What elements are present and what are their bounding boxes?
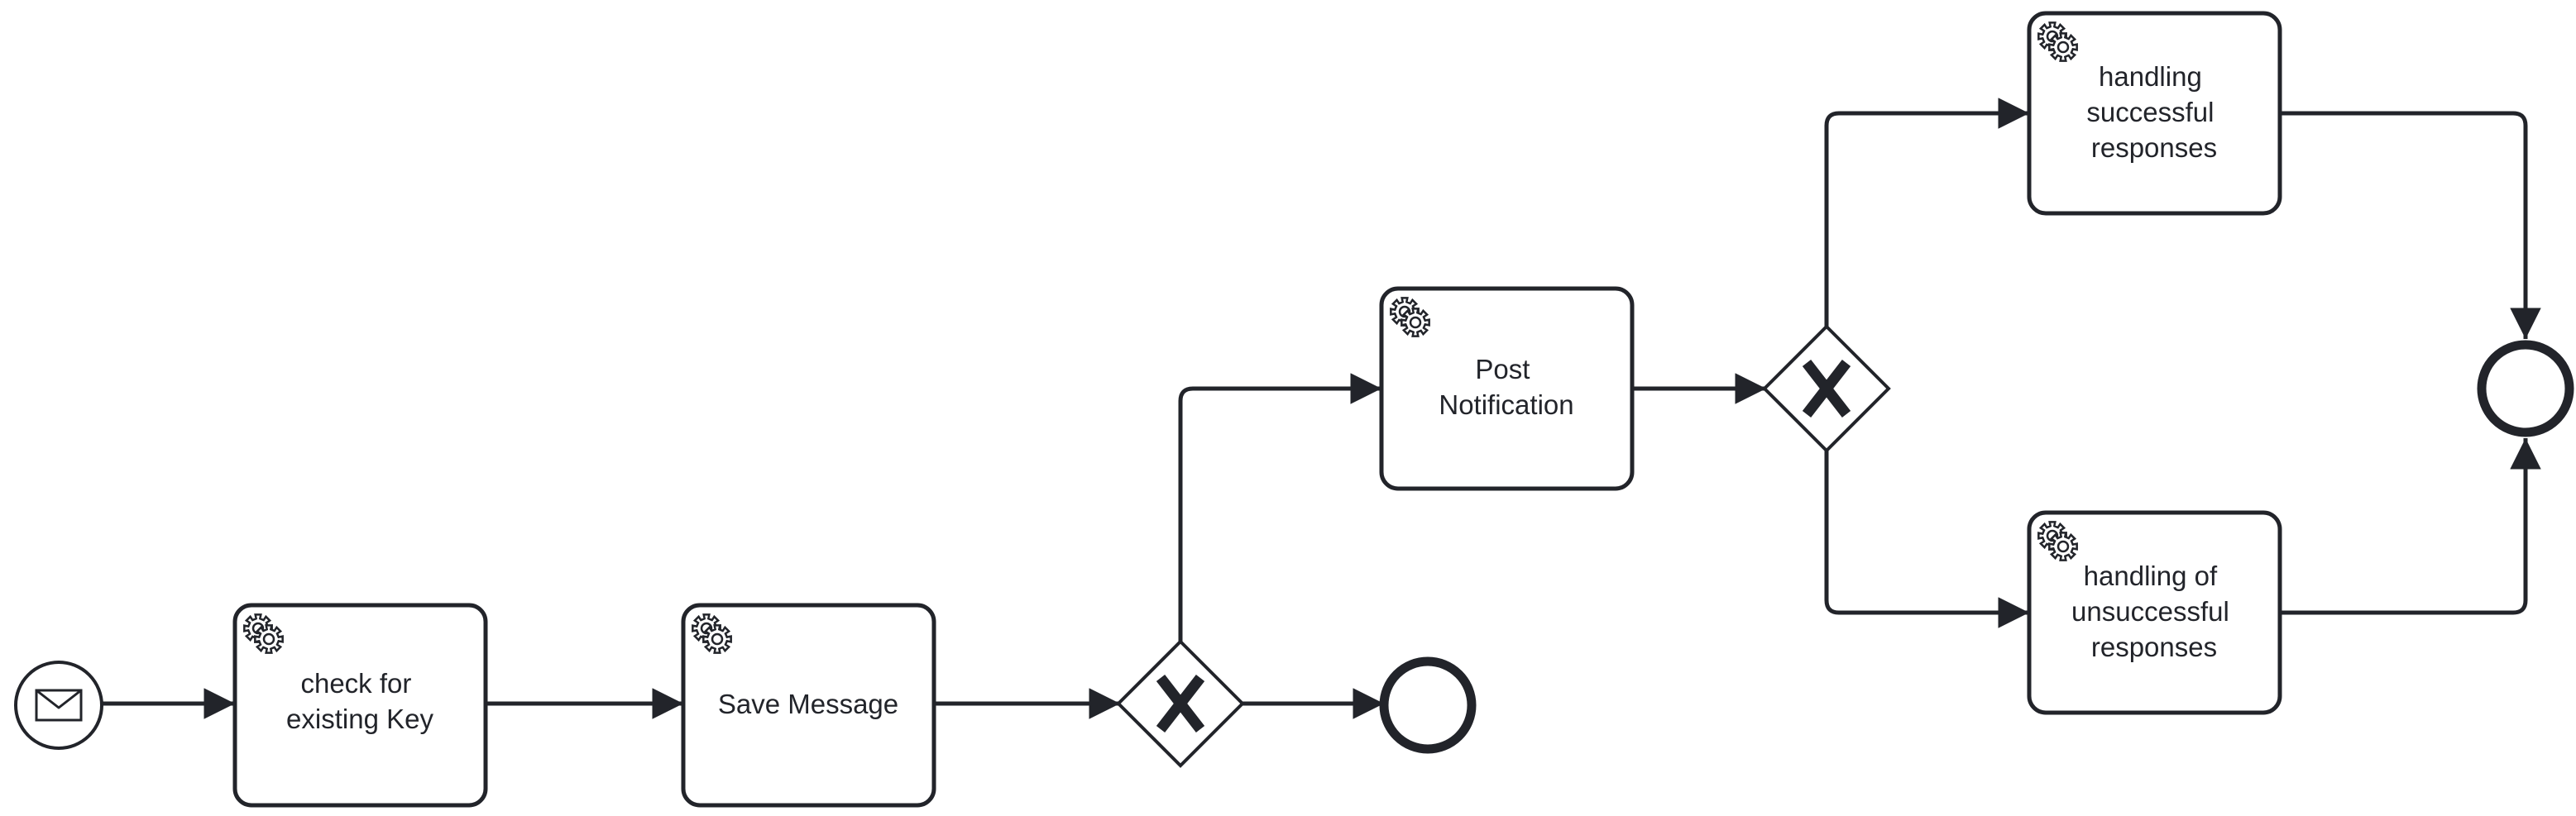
task-check-for-existing-key[interactable]: check for existing Key [232,603,488,808]
task-label-line: responses [2091,632,2217,662]
svg-text:Save Message: Save Message [718,689,898,719]
task-label-line: handling of [2084,561,2218,591]
svg-text:handling of unsuccessful: handling of unsuccessful responses [2071,561,2237,662]
task-label-line: Notification [1439,389,1573,420]
task-label-line: unsuccessful [2071,596,2229,627]
task-label-line: responses [2091,132,2217,163]
task-label-line: Post [1475,354,1530,384]
flow-gateway-2-to-success[interactable] [1824,98,2029,328]
task-handling-unsuccessful-responses[interactable]: handling of unsuccessful responses [2027,510,2282,715]
x-marker-icon [1802,360,1851,418]
end-event-2[interactable] [2477,340,2574,437]
task-label-line: existing Key [286,704,433,734]
task-save-message[interactable]: Save Message [681,603,936,808]
task-label-line: check for [300,668,411,699]
svg-text:check for existing Key: check for existing Key [286,668,433,734]
svg-text:Post Notification: Post Notification [1439,354,1573,420]
flow-failure-to-end-event-2[interactable] [2280,438,2541,615]
service-gear-icon [243,613,284,654]
service-gear-icon [2037,521,2078,561]
flow-gateway-1-to-post-notification[interactable] [1178,373,1381,643]
service-gear-icon [1390,297,1430,337]
task-label-line: Save Message [718,689,898,719]
sequence-flows [101,98,2541,719]
x-marker-icon [1156,675,1205,732]
task-handling-successful-responses[interactable]: handling successful responses [2027,11,2282,216]
task-post-notification[interactable]: Post Notification [1379,286,1635,491]
service-gear-icon [2037,21,2078,62]
exclusive-gateway-1[interactable] [1116,639,1245,768]
svg-text:handling successful: handling successful responses [2086,61,2221,163]
envelope-icon [35,689,83,722]
end-event-1[interactable] [1379,656,1477,754]
task-label-line: handling [2099,61,2202,92]
task-label-line: successful [2086,97,2214,127]
service-gear-icon [692,613,732,654]
flow-success-to-end-event-2[interactable] [2280,111,2541,339]
message-start-event[interactable] [14,661,103,750]
exclusive-gateway-2[interactable] [1762,324,1891,453]
flow-gateway-2-to-failure[interactable] [1824,449,2029,628]
